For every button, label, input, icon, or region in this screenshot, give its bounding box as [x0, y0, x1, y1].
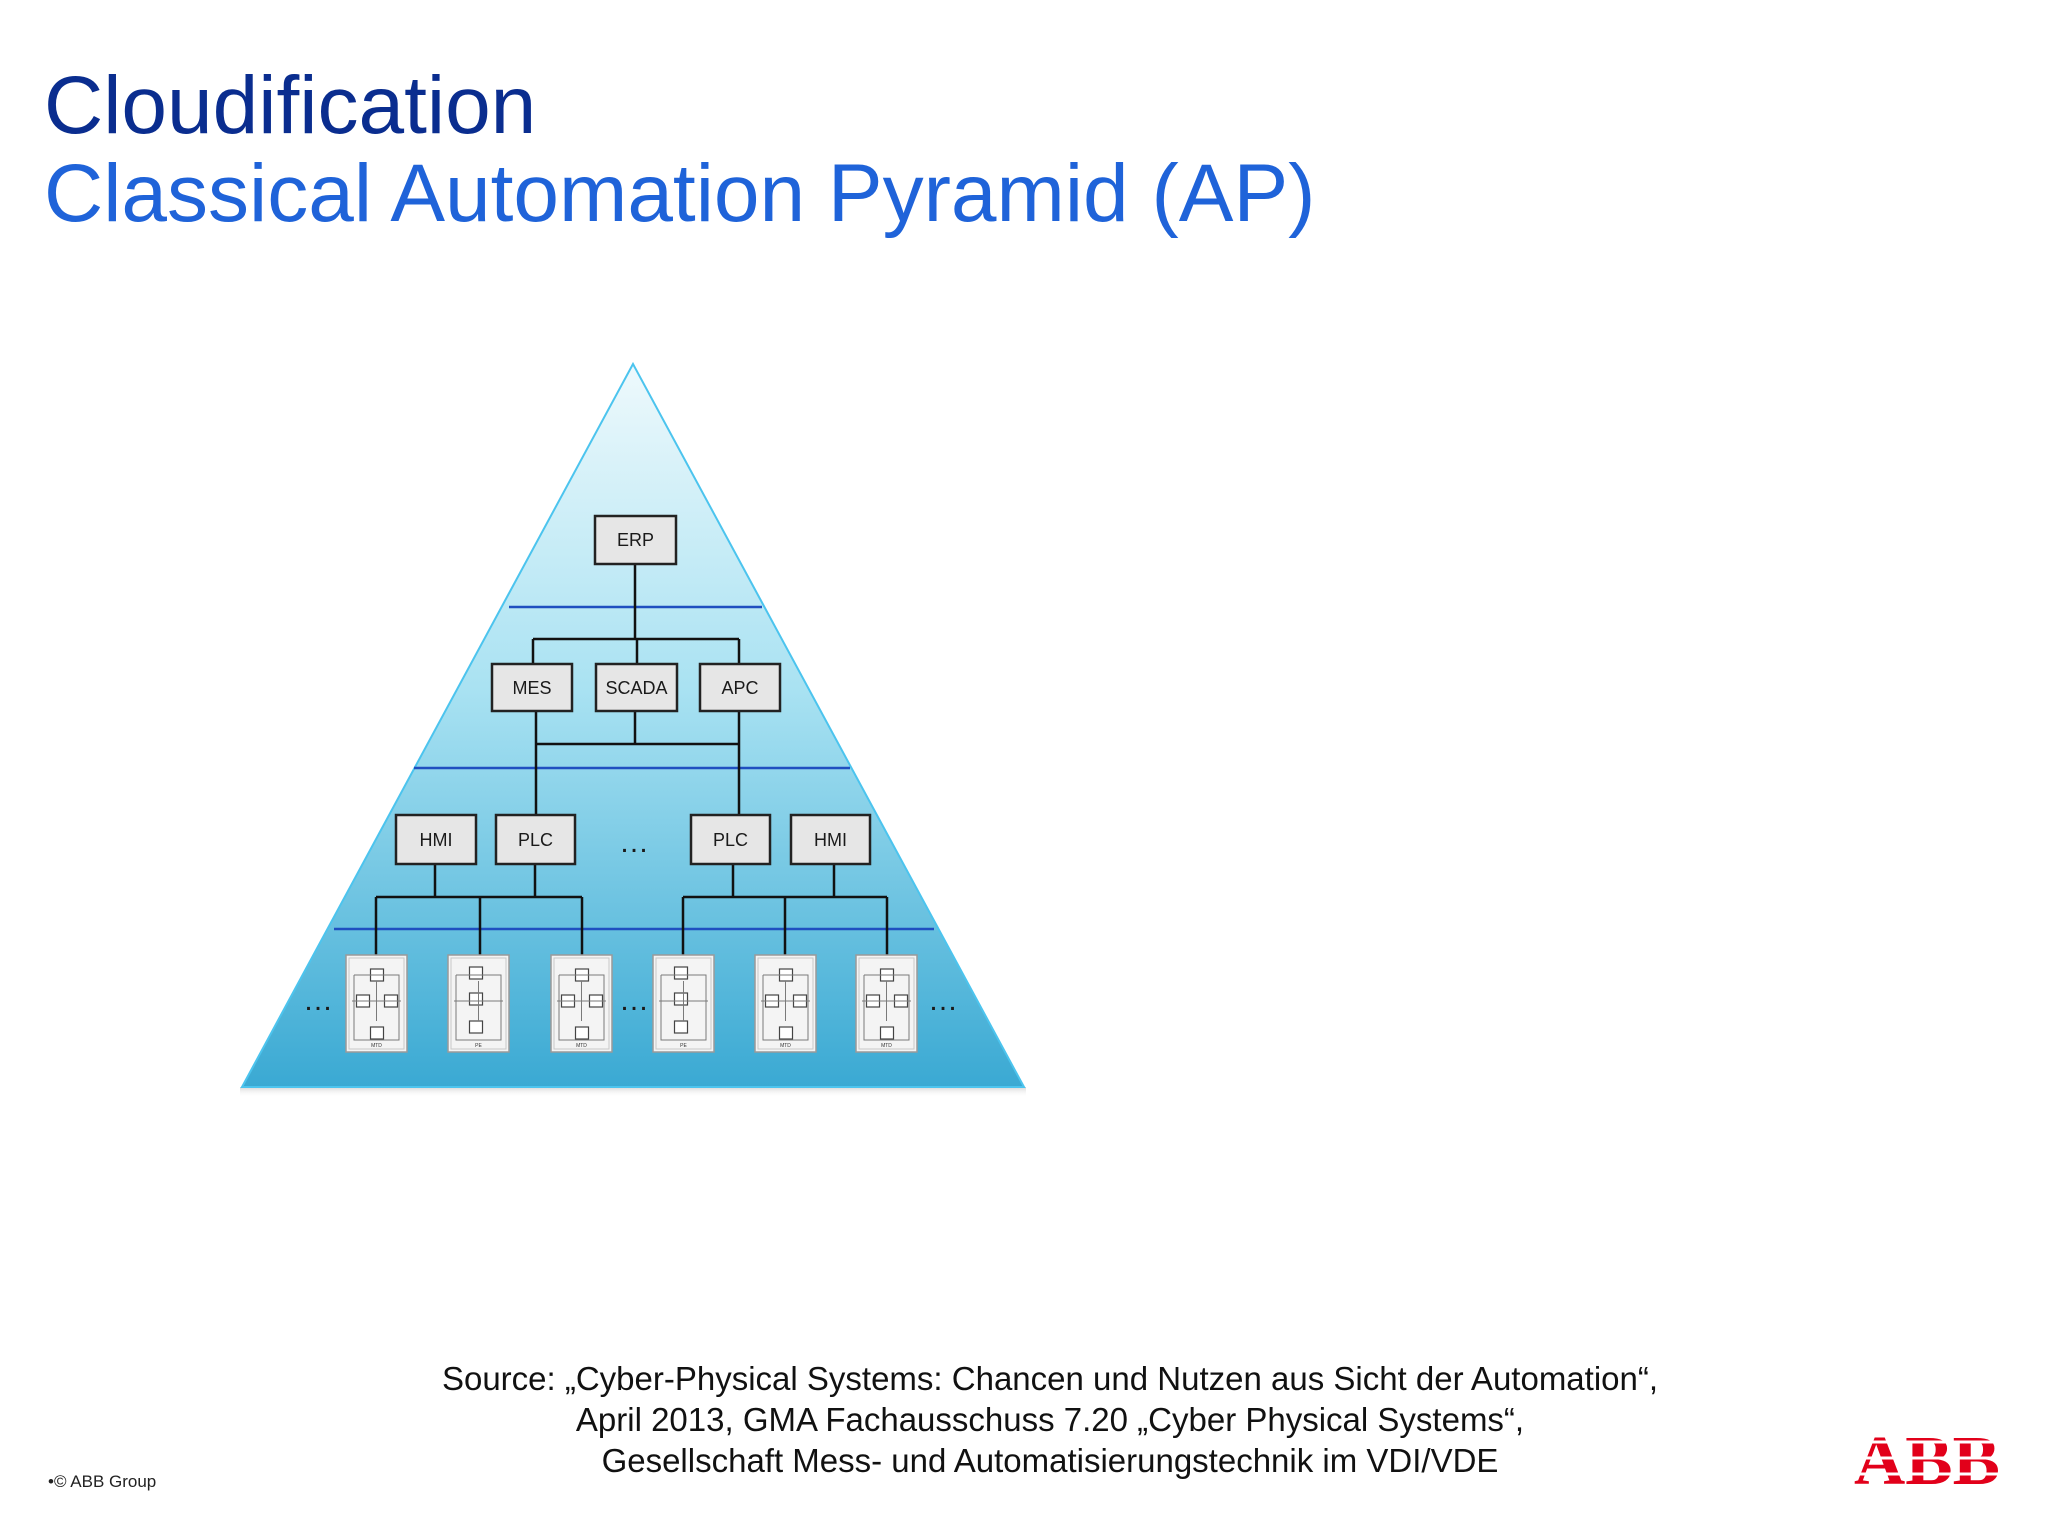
field-ellipsis-left: …: [303, 984, 333, 1017]
field-device-label: PE: [680, 1043, 687, 1049]
field-ellipsis-right: …: [928, 984, 958, 1017]
field-device-label: MTD: [881, 1043, 892, 1049]
slide-subtitle: Classical Automation Pyramid (AP): [44, 148, 1316, 239]
pyramid-shadow: [240, 1087, 1026, 1097]
mes-node: MES: [490, 662, 574, 713]
mes-label: MES: [512, 678, 551, 698]
field-device: PE: [652, 954, 715, 1053]
copyright-notice: •© ABB Group: [48, 1472, 157, 1491]
hmi-right-label: HMI: [814, 830, 847, 850]
field-devices: MTD PE MTD PE MTD MTD: [345, 954, 918, 1053]
field-device: MTD: [754, 954, 817, 1053]
erp-node: ERP: [593, 514, 678, 566]
field-device-label: MTD: [576, 1043, 587, 1049]
source-line-1: Source: „Cyber-Physical Systems: Chancen…: [441, 1360, 1659, 1397]
field-device-label: PE: [475, 1043, 482, 1049]
plc-left-label: PLC: [518, 830, 553, 850]
plc-node-right: PLC: [689, 813, 772, 866]
field-device-label: MTD: [780, 1043, 791, 1049]
field-device: MTD: [345, 954, 408, 1053]
control-level-ellipsis: …: [619, 826, 649, 859]
field-device-label: MTD: [371, 1043, 382, 1049]
source-line-3: Gesellschaft Mess- und Automatisierungst…: [601, 1442, 1499, 1479]
erp-label: ERP: [617, 530, 654, 550]
field-ellipsis-middle: …: [619, 984, 649, 1017]
plc-right-label: PLC: [713, 830, 748, 850]
slide-title: Cloudification: [44, 60, 537, 151]
hmi-node-left: HMI: [394, 813, 478, 866]
field-device: MTD: [550, 954, 613, 1053]
source-citation: Source: „Cyber-Physical Systems: Chancen…: [400, 1358, 1700, 1481]
slide-title-block: Cloudification Classical Automation Pyra…: [44, 62, 1315, 238]
apc-label: APC: [721, 678, 758, 698]
plc-node-left: PLC: [494, 813, 577, 866]
scada-label: SCADA: [605, 678, 667, 698]
abb-logo: ABB: [1852, 1428, 2002, 1490]
apc-node: APC: [698, 662, 782, 713]
scada-node: SCADA: [594, 662, 679, 713]
hmi-node-right: HMI: [789, 813, 872, 866]
field-device: MTD: [855, 954, 918, 1053]
field-device: PE: [447, 954, 510, 1053]
connector-lines: [374, 564, 889, 955]
hmi-left-label: HMI: [420, 830, 453, 850]
pyramid-shape: [240, 361, 1026, 1088]
source-line-2: April 2013, GMA Fachausschuss 7.20 „Cybe…: [575, 1401, 1525, 1438]
